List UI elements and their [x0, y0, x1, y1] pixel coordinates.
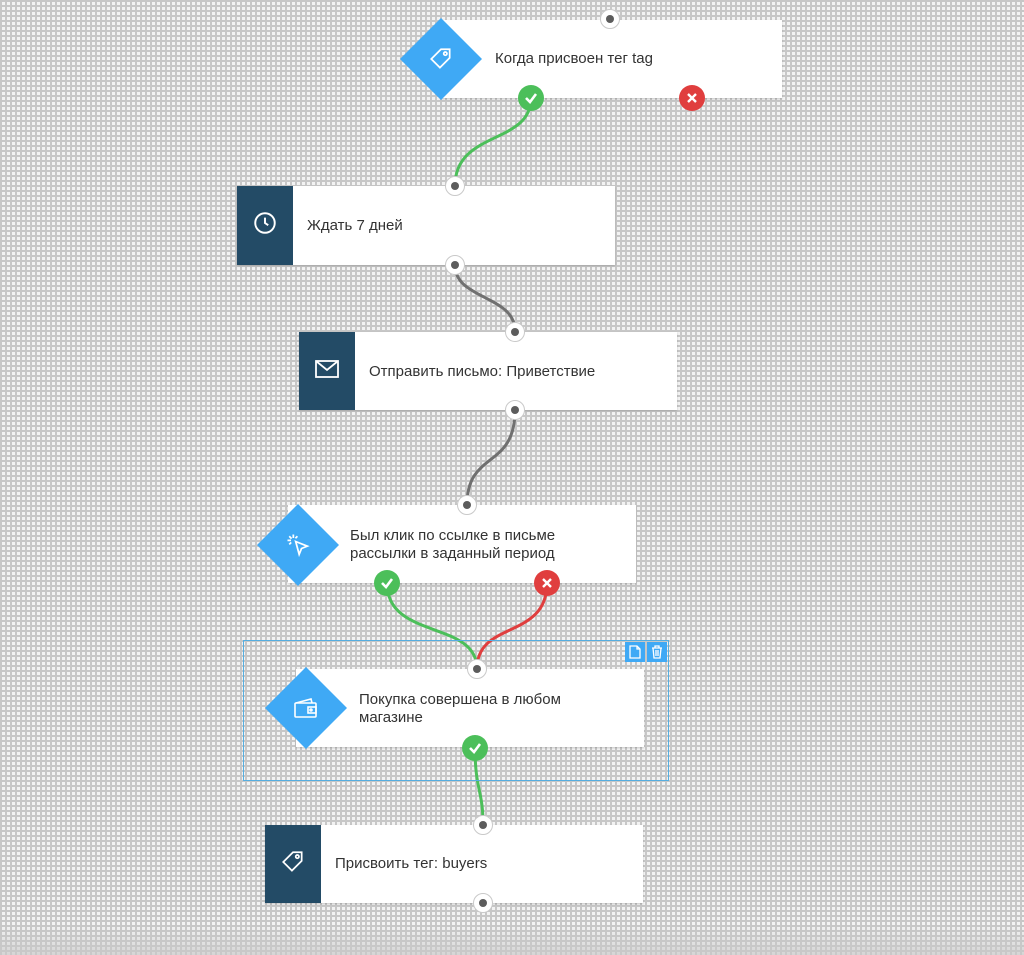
wire-email-to-click[interactable]	[465, 409, 517, 506]
node-assign-tag[interactable]: Присвоить тег: buyers	[265, 825, 643, 903]
wire-click-yes-to-purchase[interactable]	[385, 582, 479, 670]
node-icon-block	[299, 332, 355, 410]
envelope-icon	[314, 358, 340, 385]
node-label: Присвоить тег: buyers	[335, 855, 488, 872]
no-branch-icon[interactable]	[534, 570, 560, 596]
node-label: Ждать 7 дней	[307, 217, 403, 234]
yes-branch-icon[interactable]	[462, 735, 488, 761]
output-port[interactable]	[445, 255, 465, 275]
selection-frame	[243, 640, 669, 781]
trash-icon[interactable]	[647, 642, 667, 662]
node-purchase[interactable]: Покупка совершена в любом магазине	[296, 669, 644, 747]
node-link-click[interactable]: Был клик по ссылке в письме рассылки в з…	[288, 505, 636, 583]
node-label: Отправить письмо: Приветствие	[369, 363, 596, 380]
output-port[interactable]	[473, 893, 493, 913]
node-icon-block	[237, 186, 293, 265]
wire-wait-to-email[interactable]	[453, 264, 517, 332]
clock-icon	[252, 210, 278, 241]
tag-icon	[412, 30, 470, 88]
yes-branch-icon[interactable]	[374, 570, 400, 596]
cursor-click-icon	[269, 516, 327, 574]
wire-trigger-to-wait[interactable]	[453, 97, 533, 187]
document-icon[interactable]	[625, 642, 645, 662]
input-port[interactable]	[505, 322, 525, 342]
input-port[interactable]	[600, 9, 620, 29]
bottom-shadow	[0, 925, 1024, 955]
tag-icon	[280, 849, 306, 880]
input-port[interactable]	[457, 495, 477, 515]
node-label-line2: магазине	[359, 709, 423, 726]
node-label-line1: Покупка совершена в любом	[359, 691, 561, 708]
node-send-email[interactable]: Отправить письмо: Приветствие	[299, 332, 677, 410]
node-wait[interactable]: Ждать 7 дней	[237, 186, 615, 265]
input-port[interactable]	[473, 815, 493, 835]
no-branch-icon[interactable]	[679, 85, 705, 111]
wallet-icon	[277, 679, 335, 737]
input-port[interactable]	[445, 176, 465, 196]
node-trigger-tag[interactable]: Когда присвоен тег tag	[440, 20, 782, 98]
wire-click-no-to-purchase[interactable]	[475, 582, 549, 670]
node-label: Когда присвоен тег tag	[495, 50, 653, 67]
node-icon-block	[265, 825, 321, 903]
input-port[interactable]	[467, 659, 487, 679]
yes-branch-icon[interactable]	[518, 85, 544, 111]
node-label-line1: Был клик по ссылке в письме	[350, 527, 556, 544]
output-port[interactable]	[505, 400, 525, 420]
node-label-line2: рассылки в заданный период	[350, 545, 555, 562]
